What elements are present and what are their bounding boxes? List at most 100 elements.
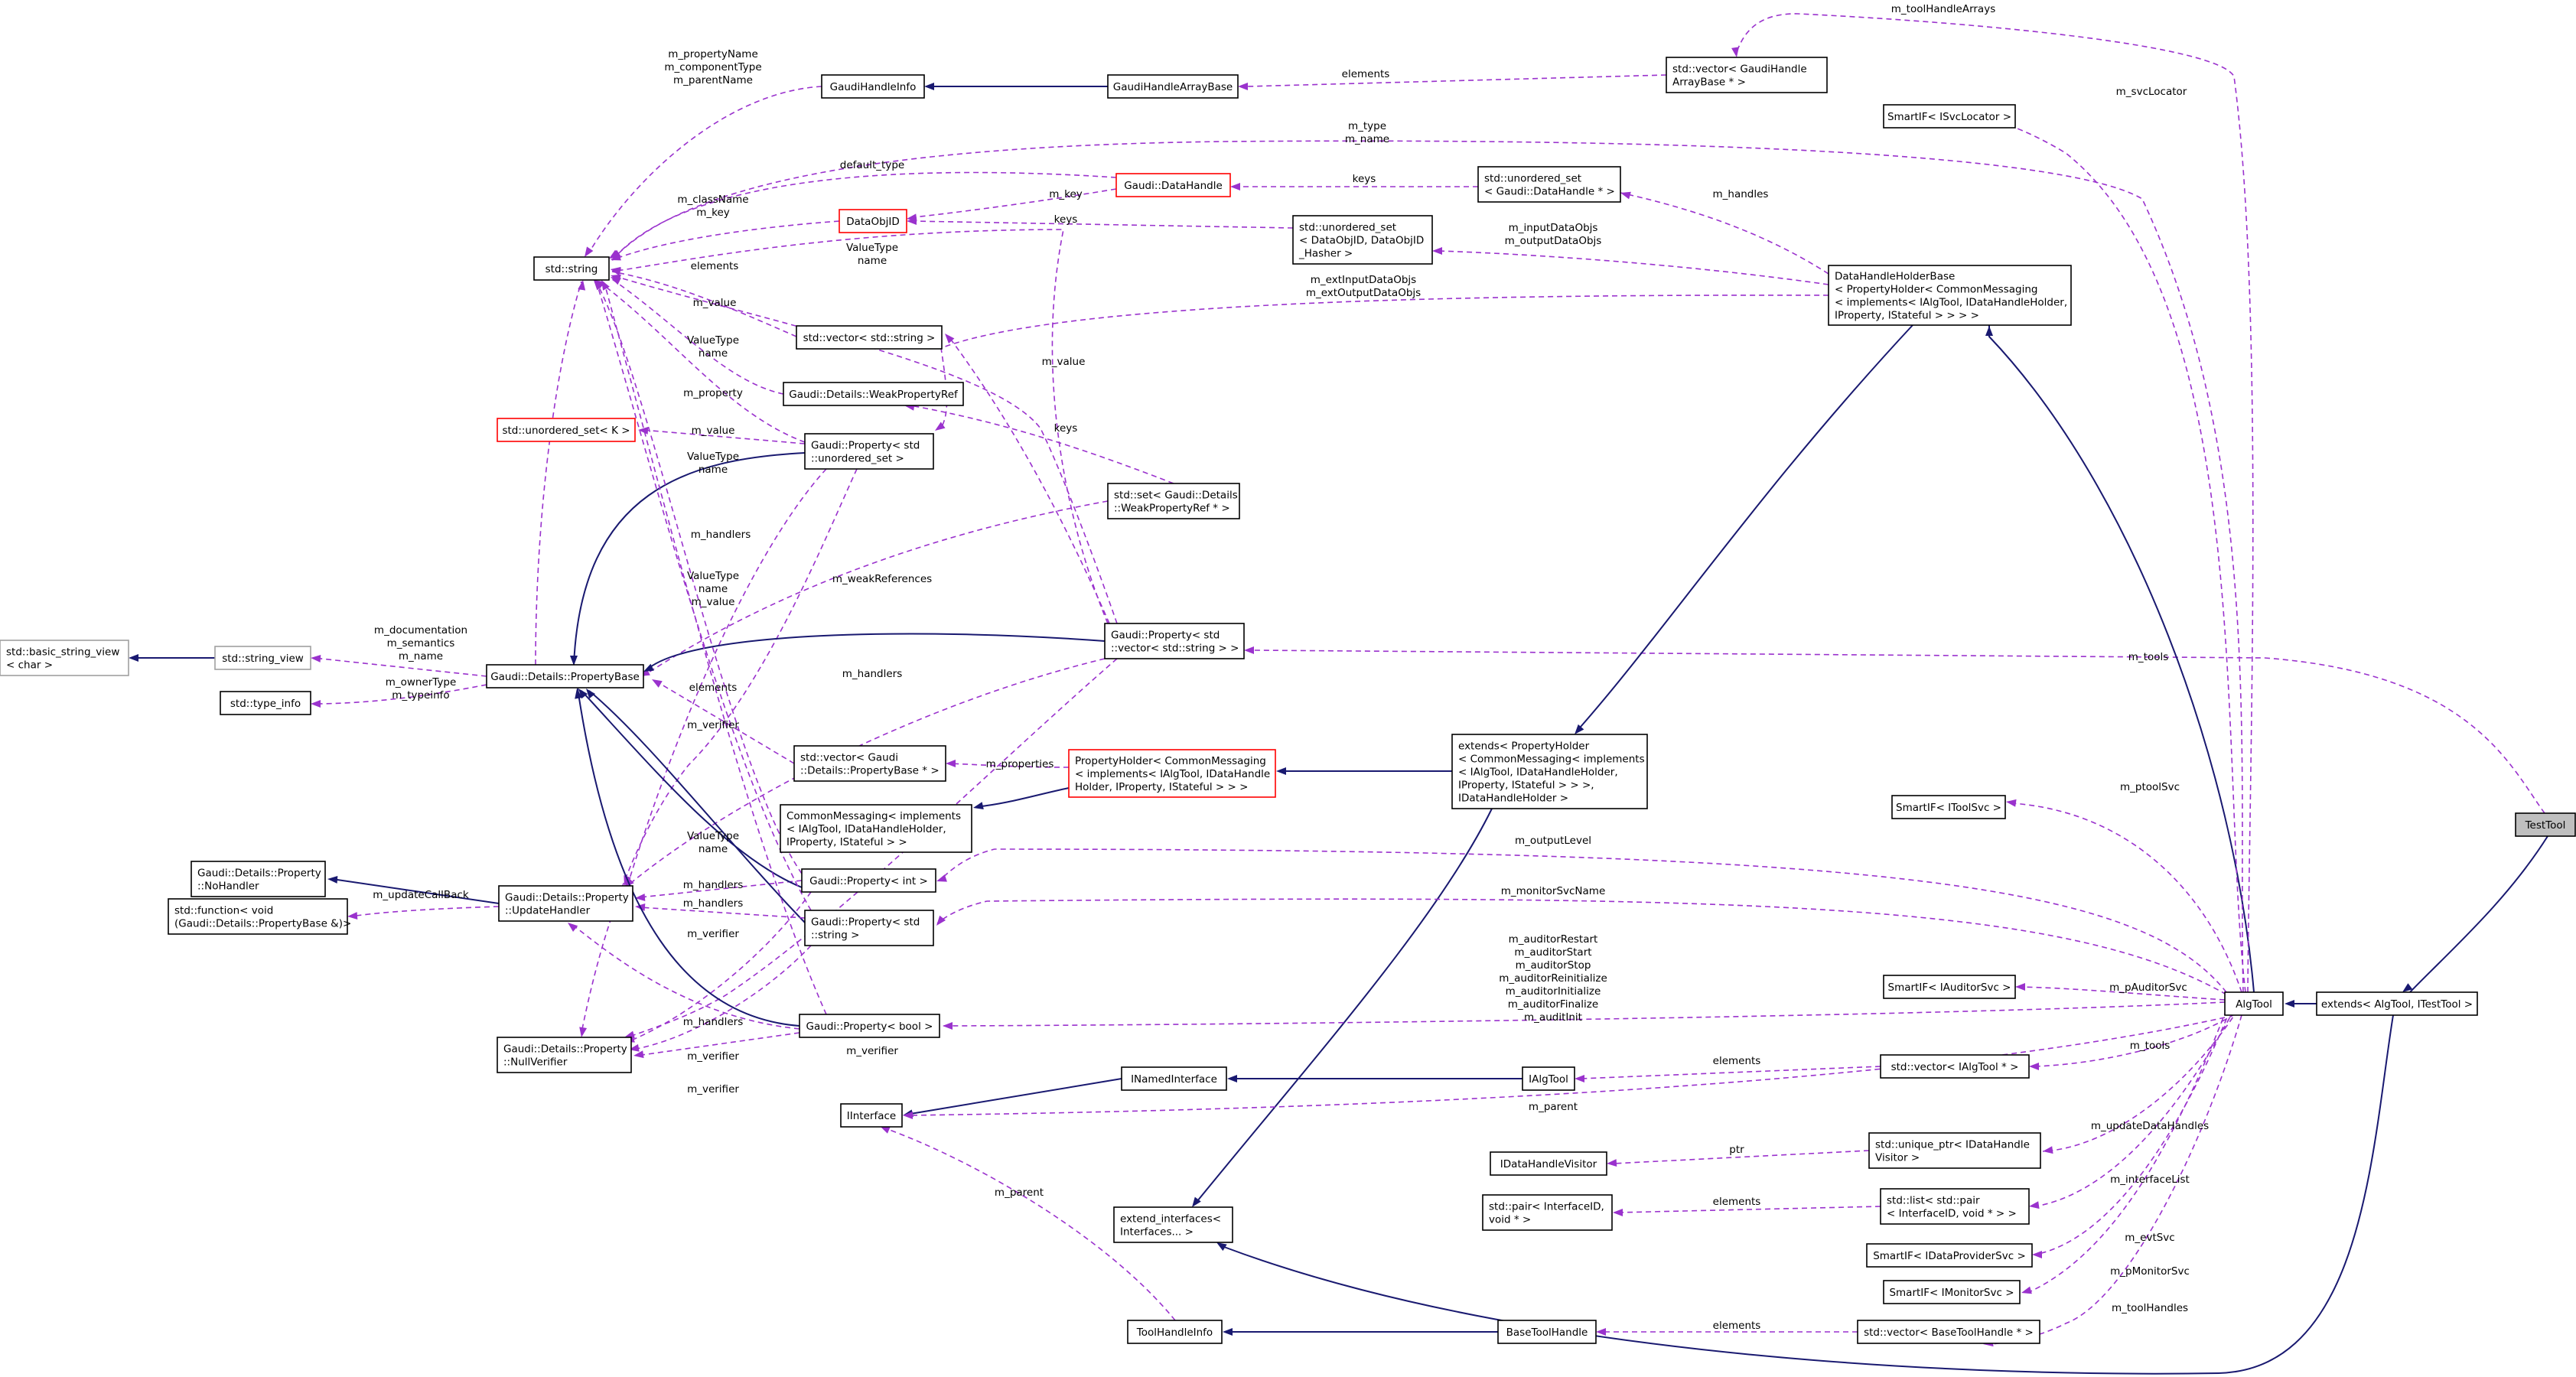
class-node-common-messaging[interactable]: CommonMessaging< implements< IAlgTool, I… [780,804,972,853]
class-node-basic-string-view[interactable]: std::basic_string_view< char > [0,640,129,676]
class-node-idata-handle-visitor[interactable]: IDataHandleVisitor [1490,1151,1607,1176]
node-box [497,1037,632,1073]
class-node-unordered-set-data-handle[interactable]: std::unordered_set< Gaudi::DataHandle * … [1477,166,1621,203]
edge-label-keys-dh: keys [1353,173,1376,185]
arrowhead [1244,646,1254,654]
class-node-gaudi-handle-array-base[interactable]: GaudiHandleArrayBase [1107,74,1239,99]
node-label: Gaudi::Details::Property::NullVerifier [503,1043,627,1069]
node-label: Gaudi::Details::Property::NoHandler [197,868,321,893]
node-box [214,646,311,670]
class-node-smart-ifimonitor-svc[interactable]: SmartIF< IMonitorSvc > [1883,1280,2021,1304]
arrowhead [611,252,621,261]
class-node-string-view[interactable]: std::string_view [214,646,311,670]
inheritance-edge [581,690,803,888]
class-node-pair-interface-id[interactable]: std::pair< InterfaceID,void * > [1482,1194,1613,1231]
class-node-std-string[interactable]: std::string [533,256,610,281]
class-node-data-handle-holder-base[interactable]: DataHandleHolderBase< PropertyHolder< Co… [1828,265,2072,326]
class-node-update-handler[interactable]: Gaudi::Details::Property::UpdateHandler [498,885,633,922]
node-box [1868,1132,2041,1169]
arrowhead [1613,1209,1623,1216]
node-box [2224,991,2284,1016]
edge-label-keys-wpr: keys [1054,422,1078,435]
node-box [1666,57,1828,93]
class-node-smart-ifiauditor-svc[interactable]: SmartIF< IAuditorSvc > [1883,975,2016,999]
node-label: GaudiHandleInfo [830,81,917,93]
class-node-extend-interfaces[interactable]: extend_interfaces<Interfaces... > [1113,1206,1233,1243]
arrowhead [935,422,946,431]
class-node-inamed-interface[interactable]: INamedInterface [1121,1066,1227,1091]
member-edge [596,279,806,443]
node-label: Gaudi::Property< std::unordered_set > [811,440,920,465]
class-node-type-info[interactable]: std::type_info [220,691,311,715]
class-node-vector-string[interactable]: std::vector< std::string > [796,325,943,350]
node-label: std::string_view [222,653,304,665]
node-label: std::unordered_set< Gaudi::DataHandle * … [1484,173,1615,198]
class-node-tool-handle-info[interactable]: ToolHandleInfo [1127,1320,1223,1344]
class-node-smart-ifitool-svc[interactable]: SmartIF< IToolSvc > [1891,795,2006,819]
class-node-set-weak-property-ref[interactable]: std::set< Gaudi::Details::WeakPropertyRe… [1107,483,1240,519]
edge-label-m-parent-1: m_parent [1529,1101,1578,1113]
class-node-property-string[interactable]: Gaudi::Property< std::string > [804,910,934,946]
edge-label-elements-vs: elements [691,260,739,272]
class-node-unordered-set-data-obj-id[interactable]: std::unordered_set< DataObjID, DataObjID… [1292,215,1433,265]
class-node-vector-ialg-tool[interactable]: std::vector< IAlgTool * > [1880,1054,2030,1079]
arrowhead [2043,1146,2053,1154]
arrowhead [946,760,956,767]
node-box [0,640,129,676]
class-node-ialg-tool[interactable]: IAlgTool [1522,1066,1575,1091]
class-node-alg-tool[interactable]: AlgTool [2224,991,2284,1016]
class-node-smart-ifidata-provider-svc[interactable]: SmartIF< IDataProviderSvc > [1866,1243,2033,1268]
member-edge [1580,1066,1881,1079]
class-node-gaudi-data-handle[interactable]: Gaudi::DataHandle [1115,173,1231,197]
class-node-property-holder[interactable]: PropertyHolder< CommonMessaging< impleme… [1068,749,1276,798]
node-label: std::vector< IAlgTool * > [1891,1061,2019,1073]
member-edge [596,282,803,874]
class-node-unordered-set-k[interactable]: std::unordered_set< K > [497,418,636,442]
class-node-base-tool-handle[interactable]: BaseToolHandle [1497,1320,1597,1344]
node-box [1883,1280,2021,1304]
edge-label-m-tool-handles: m_toolHandles [2112,1302,2188,1314]
class-node-property-vector-string[interactable]: Gaudi::Property< std::vector< std::strin… [1104,623,1245,659]
class-node-gaudi-handle-info[interactable]: GaudiHandleInfo [821,74,925,99]
arrowhead [1276,767,1286,775]
class-node-extends-test-tool[interactable]: extends< AlgTool, ITestTool > [2316,991,2478,1016]
arrowhead [1985,326,1993,336]
class-node-extends-property-holder[interactable]: extends< PropertyHolder< CommonMessaging… [1451,734,1648,809]
arrowhead [578,280,586,291]
member-edge [2034,1009,2242,1067]
class-node-no-handler[interactable]: Gaudi::Details::Property::NoHandler [191,861,326,897]
class-node-iinterface[interactable]: IInterface [840,1103,903,1128]
class-node-property-int[interactable]: Gaudi::Property< int > [801,868,936,893]
edge-label-m-tool-handle-arrays: m_toolHandleArrays [1891,3,1995,15]
class-node-vector-base-tool-handle[interactable]: std::vector< BaseToolHandle * > [1857,1320,2040,1344]
class-node-null-verifier[interactable]: Gaudi::Details::Property::NullVerifier [497,1037,632,1073]
node-label: DataObjID [846,216,900,228]
inheritance-edge [1988,325,2255,993]
class-node-vector-property-base[interactable]: std::vector< Gaudi::Details::PropertyBas… [793,745,946,782]
class-node-test-tool[interactable]: TestTool [2515,812,2576,837]
edge-label-m-evt-svc: m_evtSvc [2125,1232,2174,1244]
class-node-weak-property-ref[interactable]: Gaudi::Details::WeakPropertyRef [783,382,964,406]
edge-label-m-property: m_property [683,387,743,399]
edge-label-m-value-2: m_value [1042,356,1086,368]
class-node-property-unordered-set[interactable]: Gaudi::Property< std::unordered_set > [804,433,934,470]
node-label: std::basic_string_view< char > [6,646,119,672]
arrowhead [1731,47,1739,57]
node-box [1107,483,1240,519]
node-box [168,898,348,935]
class-node-smart-ifisvc-locator[interactable]: SmartIF< ISvcLocator > [1883,104,2016,129]
node-label: IInterface [847,1110,896,1122]
class-node-list-pair[interactable]: std::list< std::pair< InterfaceID, void … [1880,1188,2030,1225]
inheritance-edge [1197,808,1493,1202]
node-label: INamedInterface [1131,1073,1217,1086]
class-node-data-obj-id[interactable]: DataObjID [839,209,907,233]
class-node-std-function[interactable]: std::function< void(Gaudi::Details::Prop… [168,898,351,935]
class-node-property-bool[interactable]: Gaudi::Property< bool > [799,1014,940,1038]
arrowhead [635,894,646,902]
class-node-property-base[interactable]: Gaudi::Details::PropertyBase [486,664,644,688]
